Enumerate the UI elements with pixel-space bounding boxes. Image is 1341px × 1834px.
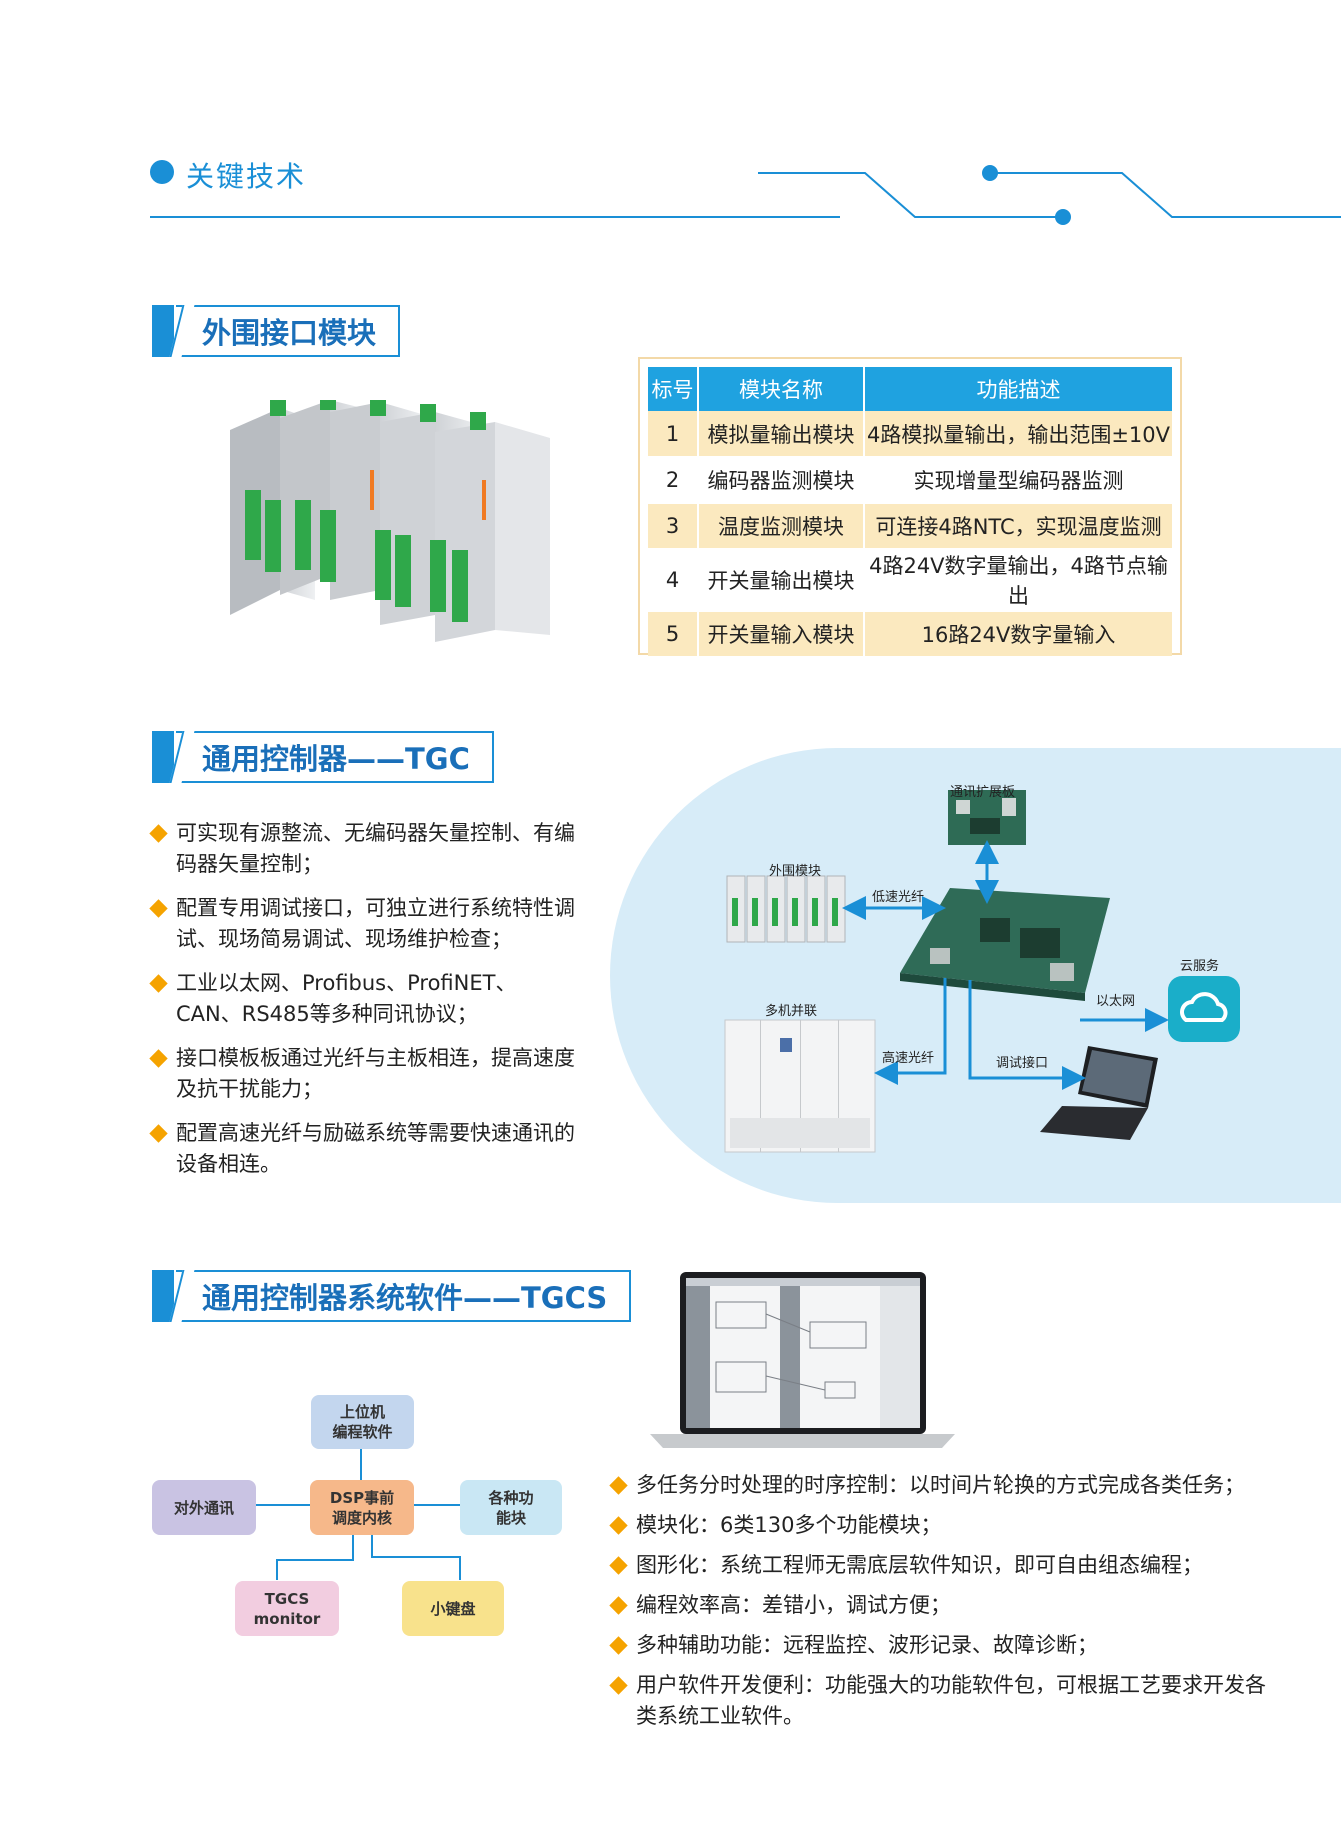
label-low-fiber: 低速光纤: [872, 890, 925, 905]
table-cell: 2: [648, 457, 699, 504]
section-title-text: 通用控制器系统软件——TGCS: [176, 1270, 632, 1322]
module-table: 标号 模块名称 功能描述 1 模拟量输出模块 4路模拟量输出，输出范围±10V …: [638, 357, 1182, 658]
laptop-image: [1040, 1046, 1158, 1140]
table-cell: 可连接4路NTC，实现温度监测: [864, 503, 1172, 550]
list-item: 用户软件开发便利：功能强大的功能软件包，可根据工艺要求开发各类系统工业软件。: [609, 1670, 1270, 1732]
table-cell: 编码器监测模块: [698, 457, 865, 504]
tgcs-feature-list: 多任务分时处理的时序控制：以时间片轮换的方式完成各类任务； 模块化：6类130多…: [609, 1470, 1270, 1741]
diamond-bullet-icon: [149, 899, 168, 918]
table-cell: 4路模拟量输出，输出范围±10V: [864, 411, 1172, 458]
table-cell: 5: [648, 611, 699, 658]
label-cloud: 云服务: [1180, 959, 1220, 974]
table-header-row: 标号 模块名称 功能描述: [648, 367, 1172, 411]
header-decor-lines: [150, 165, 1341, 225]
label-ethernet: 以太网: [1096, 994, 1136, 1009]
diamond-bullet-icon: [609, 1596, 628, 1615]
diamond-bullet-icon: [609, 1476, 628, 1495]
table-cell: 1: [648, 411, 699, 458]
label-debug: 调试接口: [996, 1056, 1049, 1071]
table-row: 3 温度监测模块 可连接4路NTC，实现温度监测: [648, 503, 1172, 550]
diamond-bullet-icon: [149, 974, 168, 993]
list-item: 配置高速光纤与励磁系统等需要快速通讯的设备相连。: [149, 1118, 580, 1180]
table-cell: 实现增量型编码器监测: [864, 457, 1172, 504]
main-board-image: [900, 888, 1110, 1001]
software-laptop-image: [650, 1272, 955, 1448]
list-item: 多任务分时处理的时序控制：以时间片轮换的方式完成各类任务；: [609, 1470, 1270, 1501]
list-item: 工业以太网、Profibus、ProfiNET、CAN、RS485等多种同讯协议…: [149, 968, 580, 1030]
section-title-text: 外围接口模块: [176, 305, 401, 357]
parallel-cabinets-image: [724, 1019, 876, 1153]
col-header: 标号: [648, 367, 699, 411]
table-cell: 开关量输出模块: [698, 549, 865, 612]
box-function-blocks: 各种功能块: [460, 1480, 562, 1535]
table-cell: 16路24V数字量输入: [864, 611, 1172, 658]
cloud-service-icon: [1168, 976, 1240, 1042]
table-row: 4 开关量输出模块 4路24V数字量输出，4路节点输出: [648, 549, 1172, 612]
table-row: 2 编码器监测模块 实现增量型编码器监测: [648, 457, 1172, 504]
diamond-bullet-icon: [609, 1636, 628, 1655]
box-host-software: 上位机编程软件: [311, 1395, 414, 1449]
tgc-system-diagram: [724, 790, 1240, 1153]
list-item: 编程效率高：差错小，调试方便；: [609, 1590, 1270, 1621]
label-peripheral: 外围模块: [769, 864, 822, 879]
table-cell: 温度监测模块: [698, 503, 865, 550]
list-item: 图形化：系统工程师无需底层软件知识，即可自由组态编程；: [609, 1550, 1270, 1581]
diamond-bullet-icon: [609, 1676, 628, 1695]
page-title: 关键技术: [186, 160, 307, 193]
list-item: 模块化：6类130多个功能模块；: [609, 1510, 1270, 1541]
peripheral-module-image: [230, 400, 550, 642]
table-cell: 开关量输入模块: [698, 611, 865, 658]
label-high-fiber: 高速光纤: [882, 1051, 935, 1066]
list-item: 多种辅助功能：远程监控、波形记录、故障诊断；: [609, 1630, 1270, 1661]
table-cell: 模拟量输出模块: [698, 411, 865, 458]
diamond-bullet-icon: [149, 824, 168, 843]
box-keypad: 小键盘: [402, 1581, 504, 1636]
col-header: 功能描述: [864, 367, 1172, 411]
box-dsp-kernel: DSP事前调度内核: [310, 1480, 414, 1535]
software-structure-diagram: [256, 1443, 461, 1580]
table-cell: 4: [648, 549, 699, 612]
comm-board-image: [948, 790, 1026, 845]
list-item: 可实现有源整流、无编码器矢量控制、有编码器矢量控制；: [149, 818, 580, 880]
diamond-bullet-icon: [609, 1556, 628, 1575]
list-item: 接口模板板通过光纤与主板相连，提高速度及抗干扰能力；: [149, 1043, 580, 1105]
table-cell: 3: [648, 503, 699, 550]
diamond-bullet-icon: [149, 1049, 168, 1068]
label-parallel: 多机并联: [765, 1004, 818, 1019]
diamond-bullet-icon: [149, 1124, 168, 1143]
header-dot-icon: [150, 160, 174, 184]
table-row: 5 开关量输入模块 16路24V数字量输入: [648, 611, 1172, 658]
list-item: 配置专用调试接口，可独立进行系统特性调试、现场简易调试、现场维护检查；: [149, 893, 580, 955]
col-header: 模块名称: [698, 367, 865, 411]
label-comm-board: 通讯扩展板: [950, 785, 1016, 800]
table-cell: 4路24V数字量输出，4路节点输出: [864, 549, 1172, 612]
diamond-bullet-icon: [609, 1516, 628, 1535]
tgc-feature-list: 可实现有源整流、无编码器矢量控制、有编码器矢量控制； 配置专用调试接口，可独立进…: [149, 818, 580, 1193]
box-external-comm: 对外通讯: [152, 1480, 256, 1535]
section-title-text: 通用控制器——TGC: [176, 731, 494, 783]
peripheral-modules-image: [726, 875, 846, 943]
table-row: 1 模拟量输出模块 4路模拟量输出，输出范围±10V: [648, 411, 1172, 458]
